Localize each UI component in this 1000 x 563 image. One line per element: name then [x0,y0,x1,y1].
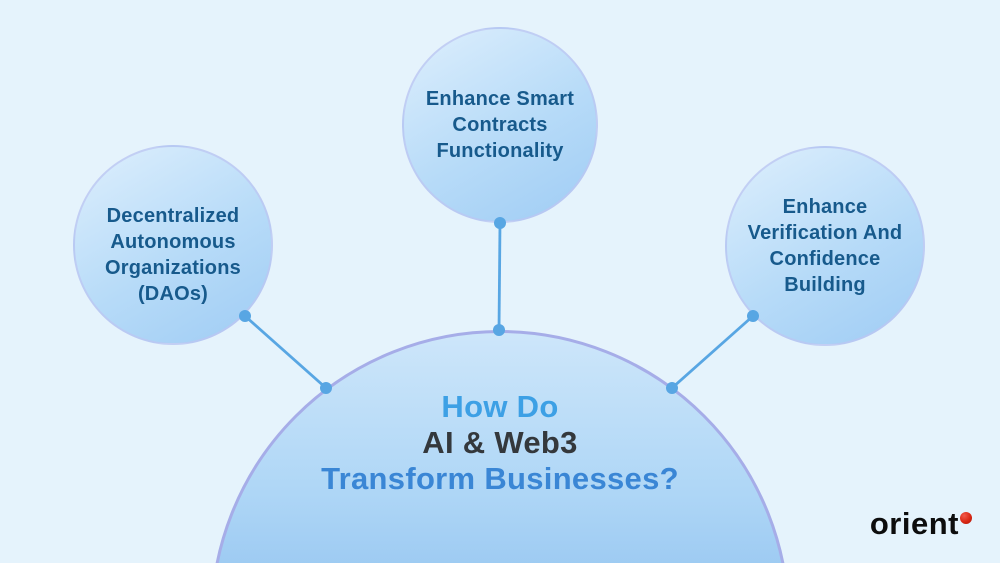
node-smart-contracts: Enhance Smart Contracts Functionality [402,27,598,223]
node-daos-label: Decentralized Autonomous Organizations (… [105,205,241,305]
connector-top-line [497,222,502,331]
brand-dot-icon [960,512,972,524]
title-line-3: Transform Businesses? [321,461,679,496]
node-daos: Decentralized Autonomous Organizations (… [73,145,273,345]
title-line-1: How Do [441,389,559,424]
page-title: How Do AI & Web3 Transform Businesses? [0,389,1000,497]
connector-left-line [244,314,327,390]
node-verification-label: Enhance Verification And Confidence Buil… [747,196,903,296]
connector-right-line [671,314,754,390]
brand-logo: orient [870,506,972,542]
title-line-2: AI & Web3 [422,425,578,460]
brand-name: orient [869,506,959,541]
node-smart-contracts-label: Enhance Smart Contracts Functionality [425,88,575,162]
node-verification: Enhance Verification And Confidence Buil… [725,146,925,346]
